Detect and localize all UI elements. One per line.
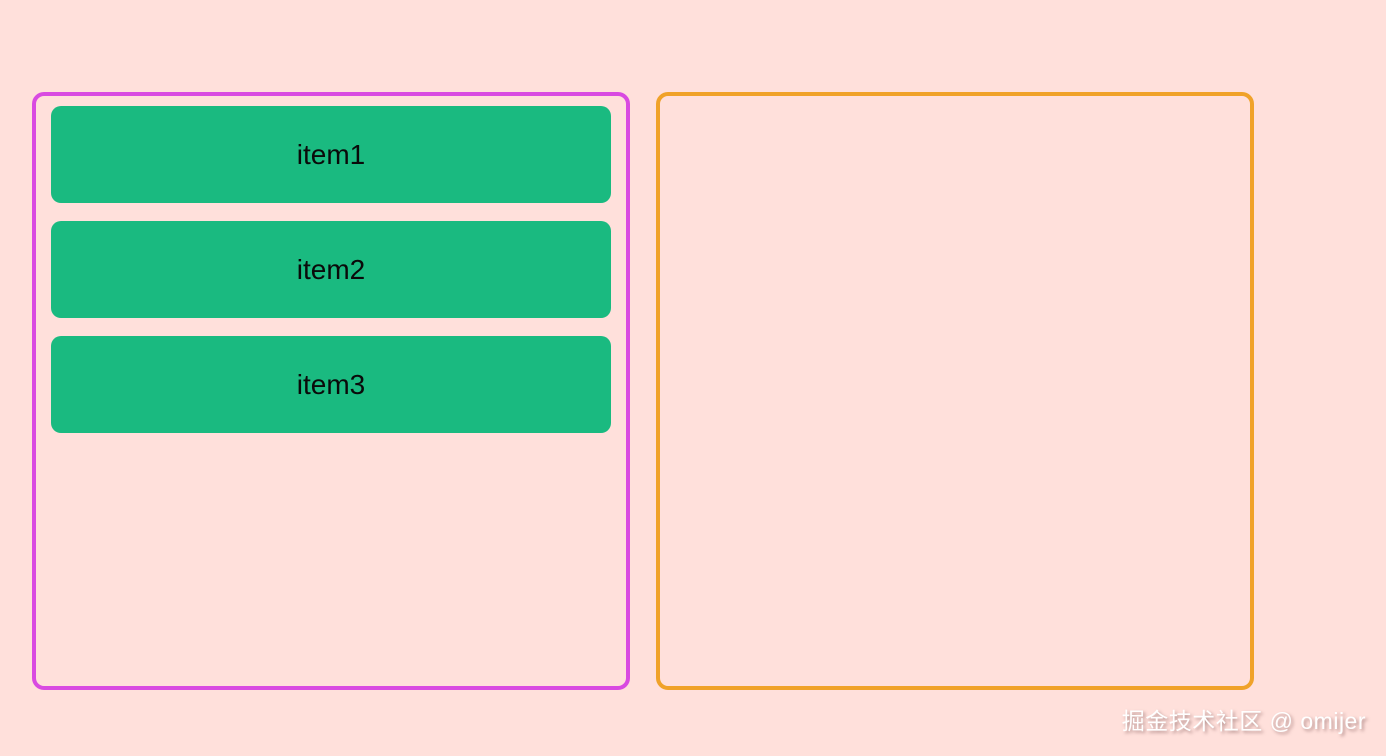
drag-lists-row: item1 item2 item3: [32, 92, 1254, 690]
drag-item-2[interactable]: item2: [51, 221, 611, 318]
watermark: 掘金技术社区 @ omijer: [1121, 708, 1366, 734]
target-drop-list[interactable]: [656, 92, 1254, 690]
drag-item-3[interactable]: item3: [51, 336, 611, 433]
drag-item-1[interactable]: item1: [51, 106, 611, 203]
source-drop-list[interactable]: item1 item2 item3: [32, 92, 630, 690]
